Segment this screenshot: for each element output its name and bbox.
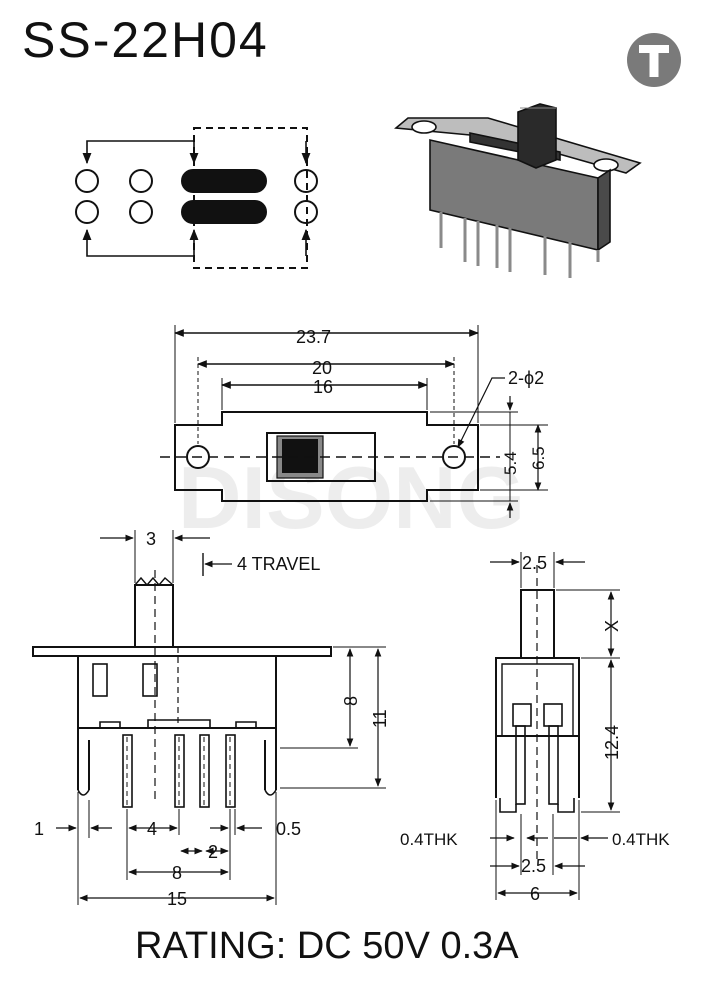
end-dim-actuator-width: 2.5 xyxy=(522,553,547,573)
hole-callout: 2-ϕ2 xyxy=(508,368,544,388)
side-view xyxy=(32,530,386,905)
pcb-footprint xyxy=(75,127,318,269)
dim-overall-length: 23.7 xyxy=(296,327,331,347)
end-dim-body-height: 12.4 xyxy=(602,725,622,760)
product-illustration xyxy=(394,103,642,278)
dim-body-height: 8 xyxy=(341,696,361,706)
end-view xyxy=(490,552,620,900)
end-dim-actuator-height: X xyxy=(602,620,622,632)
end-dim-thickness-right: 0.4THK xyxy=(612,830,670,849)
dim-overall-width: 15 xyxy=(167,889,187,909)
dim-pin-pitch: 2 xyxy=(208,842,218,862)
end-dim-row-pitch: 2.5 xyxy=(521,856,546,876)
rating-text: RATING: DC 50V 0.3A xyxy=(135,925,519,967)
part-number-title: SS-22H04 xyxy=(22,12,269,68)
dim-hole-pitch: 20 xyxy=(312,358,332,378)
top-view xyxy=(160,325,548,518)
end-dim-overall-width: 6 xyxy=(530,884,540,904)
watermark-text: DISONG xyxy=(178,448,525,547)
end-dim-thickness-left: 0.4THK xyxy=(400,830,458,849)
dim-pin-span: 8 xyxy=(172,863,182,883)
travel-label: 4 TRAVEL xyxy=(237,554,320,574)
brand-logo-icon xyxy=(627,33,681,87)
dim-outer-height: 6.5 xyxy=(529,446,548,470)
dim-pin-offset: 4 xyxy=(147,819,157,839)
dim-frame-length: 16 xyxy=(313,377,333,397)
dim-actuator-width: 3 xyxy=(146,529,156,549)
dim-pin-width: 0.5 xyxy=(276,819,301,839)
dim-pin-thickness: 1 xyxy=(34,819,44,839)
dim-inner-height: 5.4 xyxy=(501,451,520,475)
dim-total-height: 11 xyxy=(370,709,390,728)
